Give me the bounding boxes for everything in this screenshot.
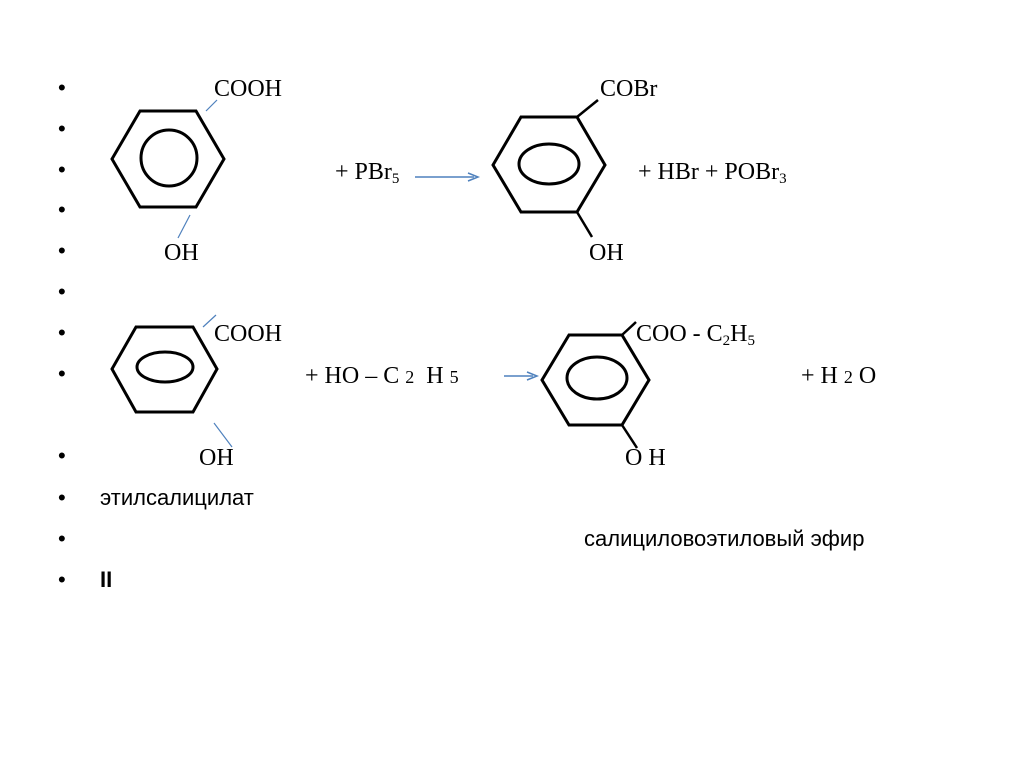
benzene-ring-product-2	[540, 333, 651, 427]
bond-oh-reactant-1	[177, 214, 191, 239]
substituent-cooh-reactant-1: COOH	[214, 76, 283, 102]
bullet-2: •	[58, 116, 66, 141]
bond-cooh-reactant-2	[202, 314, 217, 328]
reaction-arrow-1-head	[467, 172, 481, 182]
reagent-pbr5: + PBr5	[335, 159, 400, 187]
bond-oh-product-2	[620, 424, 639, 449]
substituent-ester-product-2: COO - C2H5	[636, 321, 756, 349]
product-name-label: салициловоэтиловый эфир	[584, 526, 865, 551]
bond-oh-product-1	[575, 211, 594, 238]
substituent-cooh-reactant-2: COOH	[214, 321, 283, 347]
bond-oh-reactant-2	[213, 422, 233, 448]
reagent-ethanol: + HO – C 2 H 5	[305, 363, 459, 389]
byproducts-reaction-1: + HBr + POBr3	[638, 159, 787, 187]
reaction-arrow-2-head	[526, 371, 540, 381]
bullet-1: •	[58, 75, 66, 100]
bond-ester-product-2	[621, 321, 637, 336]
bullet-6: •	[58, 279, 66, 304]
substituent-cobr-product-1: COBr	[600, 76, 658, 102]
aromatic-ellipse-product-1	[517, 142, 581, 186]
substituent-oh-reactant-2: OH	[199, 445, 234, 471]
bond-cooh-reactant-1	[205, 99, 218, 112]
aromatic-ellipse-reactant-2	[135, 350, 195, 384]
bullet-12: •	[58, 567, 66, 592]
bullet-9: •	[58, 443, 66, 468]
bond-cobr-product-1	[576, 99, 599, 118]
benzene-ring-reactant-2	[110, 325, 219, 414]
aromatic-ellipse-product-2	[565, 355, 629, 401]
substituent-oh-product-2: O H	[625, 445, 666, 471]
benzene-ring-reactant-1	[110, 109, 226, 209]
bullet-11: •	[58, 526, 66, 551]
bullet-5: •	[58, 238, 66, 263]
benzene-ring-product-1	[491, 115, 607, 214]
bullet-10: •	[58, 485, 66, 510]
bullet-4: •	[58, 197, 66, 222]
bullet-7: •	[58, 320, 66, 345]
substituent-oh-reactant-1: OH	[164, 240, 199, 266]
bullet-8: •	[58, 361, 66, 386]
substituent-oh-product-1: OH	[589, 240, 624, 266]
aromatic-circle-reactant-1	[139, 128, 199, 188]
section-marker: II	[100, 567, 113, 592]
byproduct-water: + H 2 O	[801, 363, 877, 389]
bullet-3: •	[58, 157, 66, 182]
reactant-name-label: этилсалицилат	[100, 485, 254, 510]
